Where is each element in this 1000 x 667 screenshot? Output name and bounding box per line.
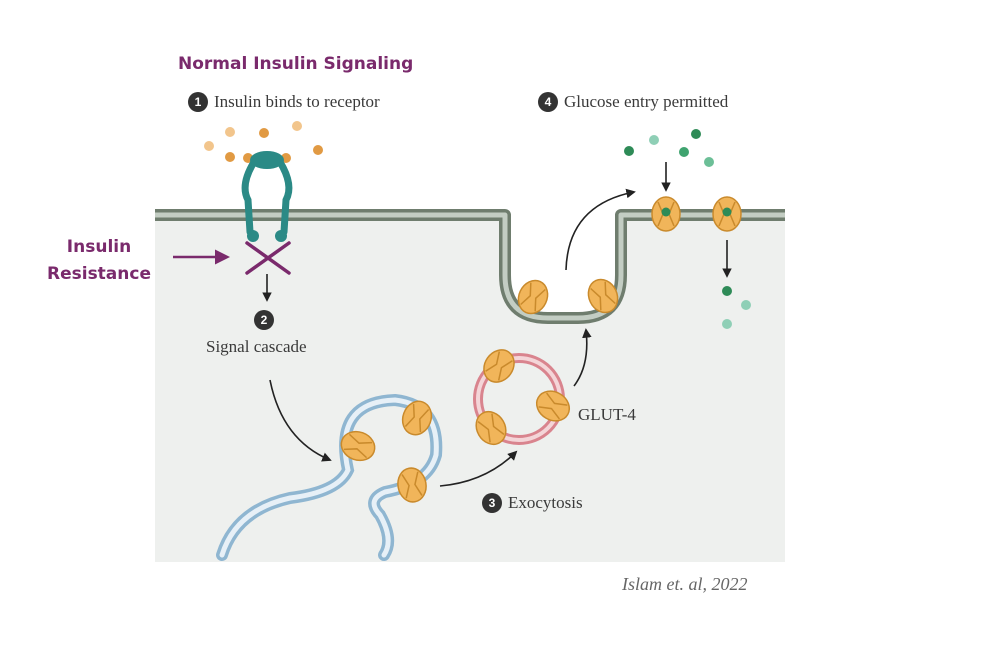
- step-2-text: Signal cascade: [206, 337, 307, 356]
- glucose-molecule: [722, 286, 732, 296]
- insulin-molecule: [259, 128, 269, 138]
- step-1-label: 1 Insulin binds to receptor: [188, 92, 380, 112]
- insulin-molecule: [313, 145, 323, 155]
- step-3-text: Exocytosis: [508, 493, 583, 512]
- step-1-number: 1: [188, 92, 208, 112]
- membrane-fusion-arrow: [565, 188, 636, 271]
- glucose-molecule: [741, 300, 751, 310]
- glucose-molecule: [661, 207, 671, 217]
- insulin-resistance-label-line1: Insulin: [66, 237, 132, 257]
- step-3-label: 3 Exocytosis: [482, 493, 583, 513]
- step-3-number: 3: [482, 493, 502, 513]
- insulin-molecule: [292, 121, 302, 131]
- step-4-label: 4 Glucose entry permitted: [538, 92, 728, 112]
- insulin-molecule: [204, 141, 214, 151]
- glucose-molecule: [679, 147, 689, 157]
- glucose-molecule: [704, 157, 714, 167]
- cascade-to-vesicle-arrow: [269, 379, 332, 462]
- glucose-molecule: [624, 146, 634, 156]
- insulin-resistance-label-line2: Resistance: [47, 264, 151, 284]
- step-4-text: Glucose entry permitted: [564, 92, 729, 111]
- insulin-resistance-block-mark: [245, 241, 291, 275]
- step-1-text: Insulin binds to receptor: [214, 92, 380, 111]
- step-2-label: 2: [254, 310, 274, 330]
- insulin-molecule: [225, 152, 235, 162]
- cell-interior: [155, 215, 785, 562]
- step-2-text-wrap: Signal cascade: [206, 337, 307, 357]
- insulin-receptor: [241, 151, 293, 242]
- vesicle-to-membrane-arrow: [573, 328, 592, 387]
- step-4-number: 4: [538, 92, 558, 112]
- insulin-molecule: [225, 127, 235, 137]
- insulin-resistance-label: Insulin Resistance: [38, 234, 160, 288]
- glucose-molecule: [722, 207, 732, 217]
- diagram-title: Normal Insulin Signaling: [178, 54, 414, 74]
- step-2-number: 2: [254, 310, 274, 330]
- citation: Islam et. al, 2022: [622, 574, 748, 594]
- glucose-molecule: [691, 129, 701, 139]
- glut4-label: GLUT-4: [578, 405, 636, 424]
- exocytosis-arrow: [439, 450, 518, 487]
- glucose-molecule: [722, 319, 732, 329]
- glucose-molecule: [649, 135, 659, 145]
